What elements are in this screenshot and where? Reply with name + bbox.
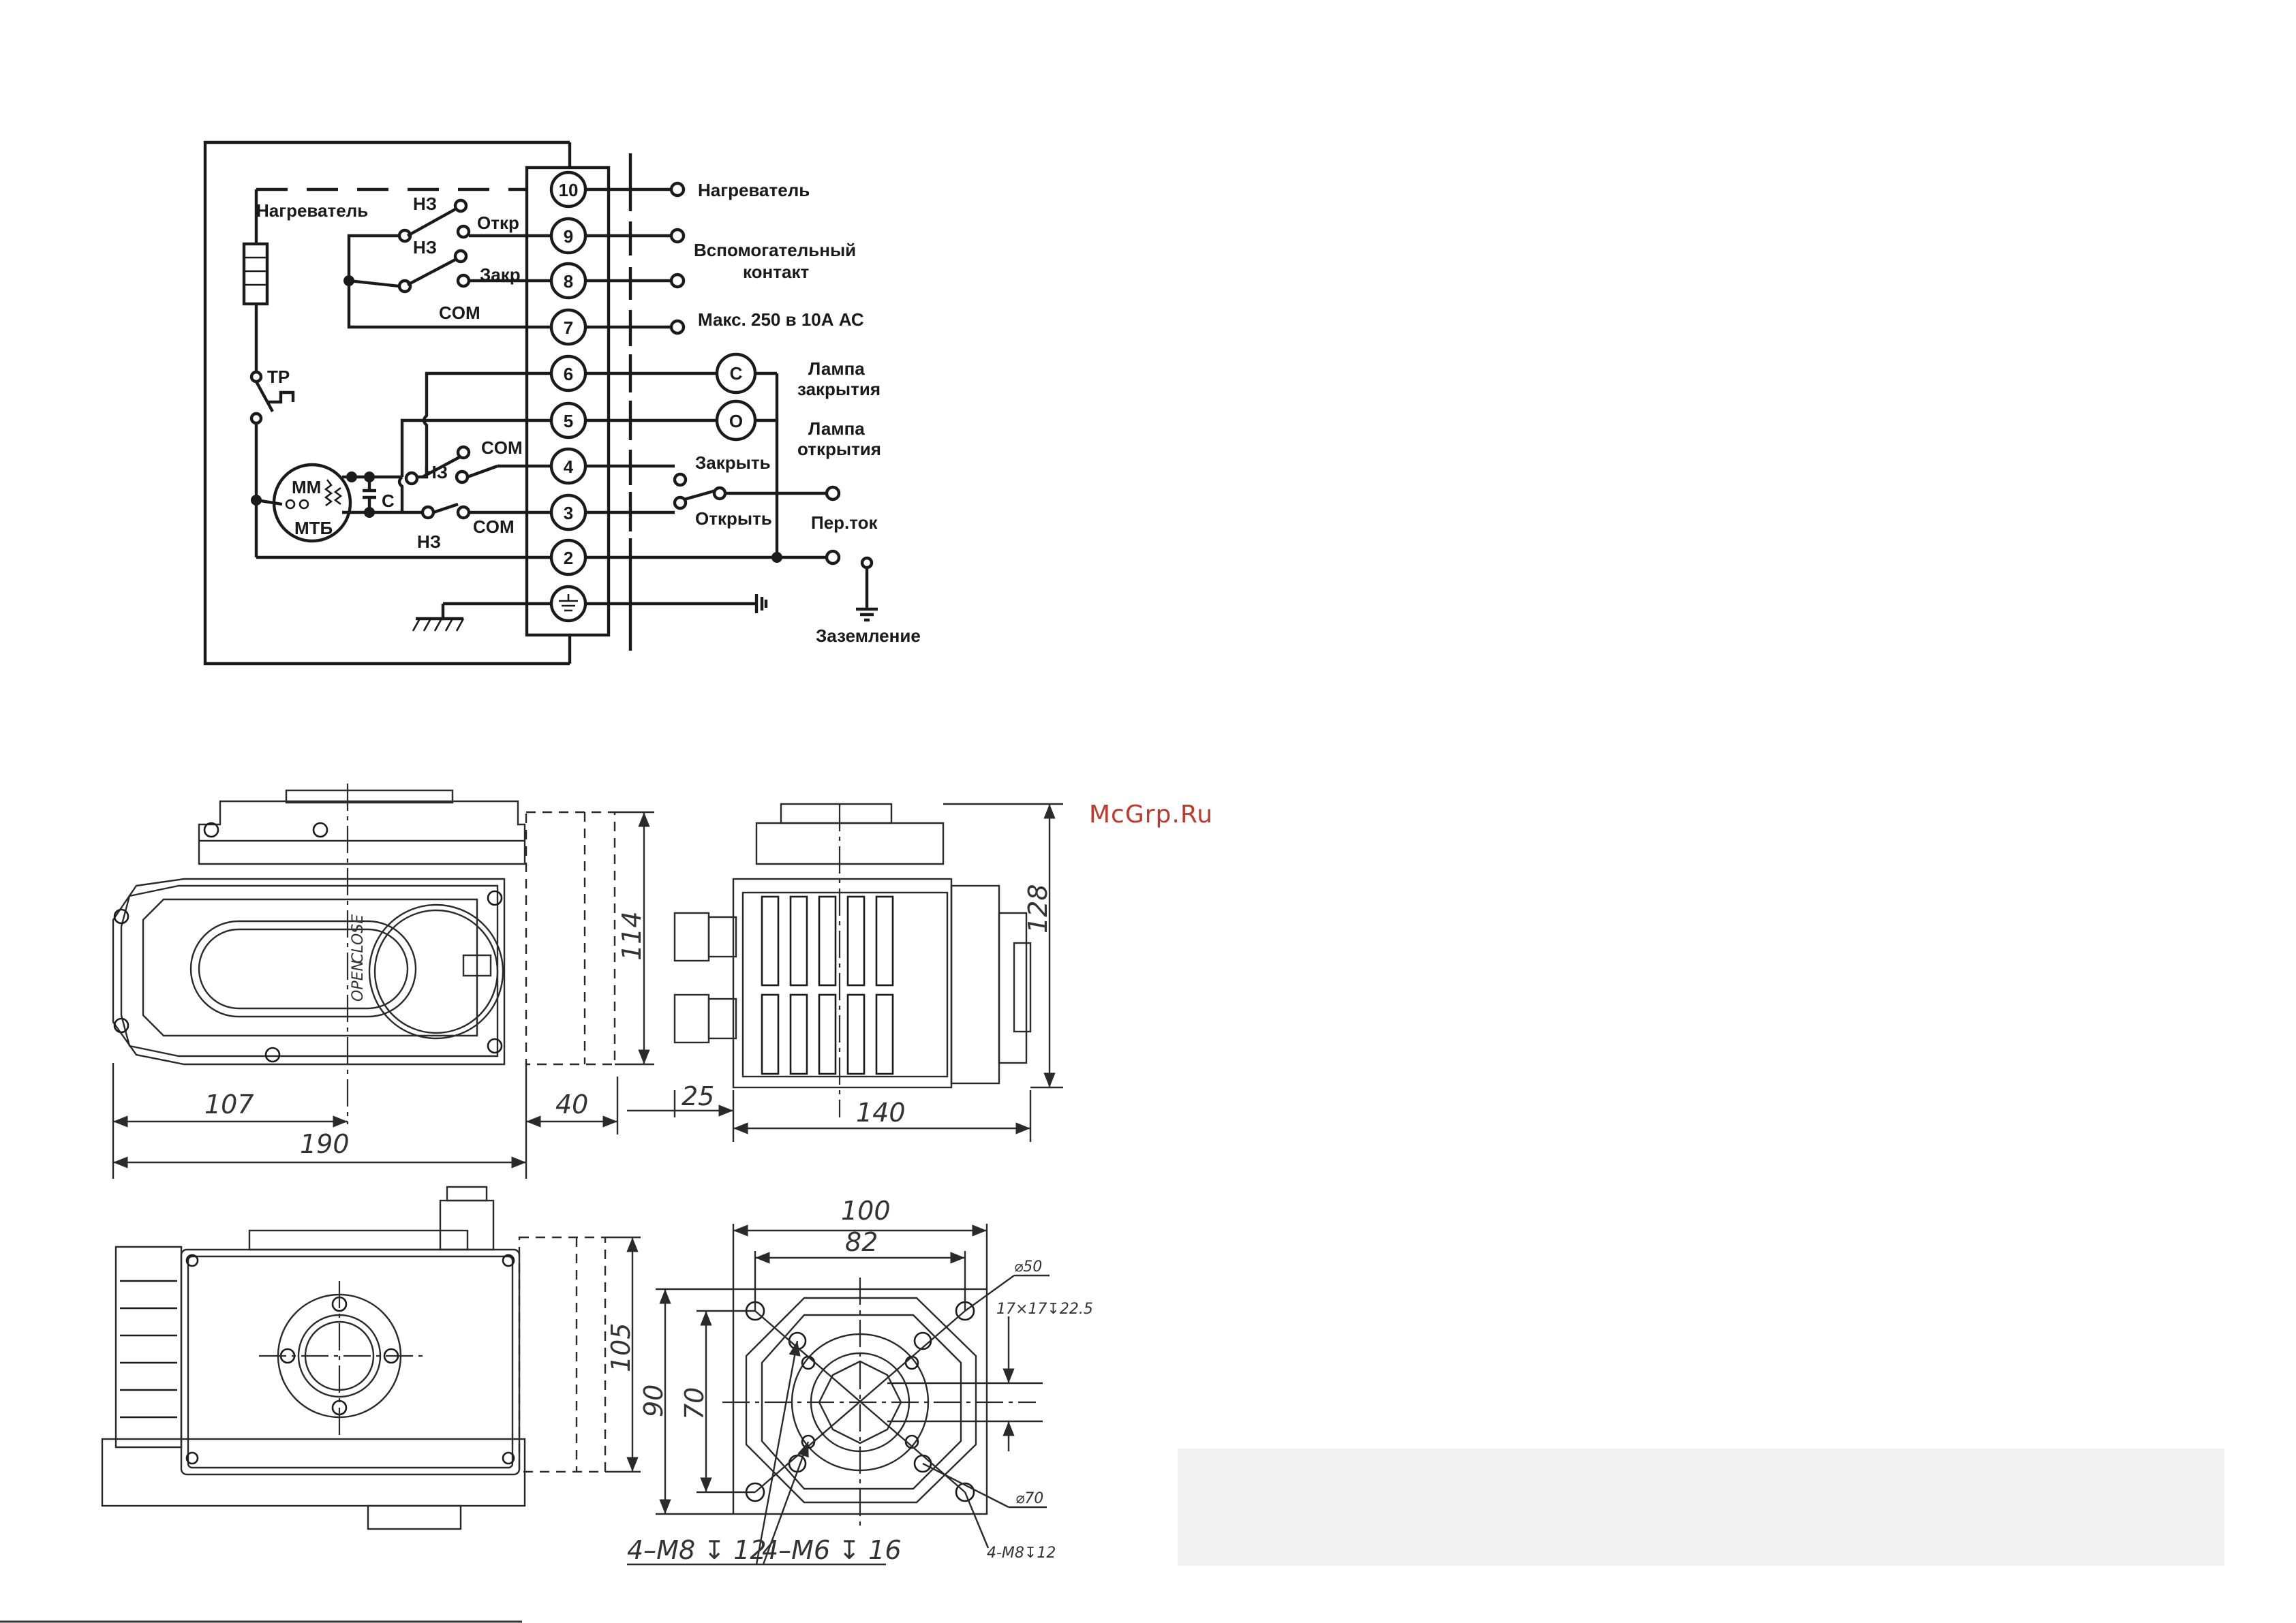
callout-dia-50: ⌀50 <box>1014 1258 1042 1276</box>
dim-107: 107 <box>204 1089 254 1119</box>
callout-square-bore: 17×17↧22.5 <box>996 1301 1093 1318</box>
label-heater-left: Нагреватель <box>256 200 368 221</box>
label-nc-1: НЗ <box>413 194 437 214</box>
heater-element <box>242 242 269 306</box>
label-com-3: COM <box>473 516 515 537</box>
label-nc-4: НЗ <box>417 531 441 552</box>
terminal-10: 10 <box>549 170 587 208</box>
label-open-short: Откр <box>477 213 519 233</box>
terminal-number: 2 <box>564 548 573 568</box>
label-ac: Пер.ток <box>811 512 878 533</box>
label-open: Открыть <box>695 508 772 529</box>
label-tp: TP <box>267 367 290 387</box>
callout-m6: 4–M6 ↧ 16 <box>762 1535 902 1565</box>
terminal-number: 7 <box>564 318 573 338</box>
terminal-4: 4 <box>549 447 587 485</box>
label-lamp-close-2: закрытия <box>797 379 881 399</box>
dim-190: 190 <box>300 1129 350 1159</box>
terminal-6: 6 <box>549 354 587 392</box>
label-lamp-close-1: Лампа <box>808 358 865 379</box>
label-cap: C <box>382 491 395 511</box>
watermark: McGrp.Ru <box>1089 801 1213 829</box>
dim-70: 70 <box>679 1387 709 1420</box>
internal-wiring: Нагреватель TP НЗ Откр НЗ <box>242 187 551 632</box>
dim-82: 82 <box>845 1227 878 1257</box>
label-nc-2: НЗ <box>413 237 437 258</box>
label-com-2: COM <box>481 437 523 458</box>
terminal-number: 8 <box>564 271 573 292</box>
dim-100: 100 <box>841 1196 891 1226</box>
terminal-9: 9 <box>549 217 587 255</box>
terminal-number: 9 <box>564 226 573 247</box>
label-heater-right: Нагреватель <box>698 180 810 200</box>
lamp-close-symbol: C <box>730 363 743 384</box>
grey-panel <box>1178 1449 2224 1566</box>
label-mm: MM <box>292 477 321 497</box>
terminal-5: 5 <box>549 401 587 439</box>
label-close: Закрыть <box>695 452 771 473</box>
label-lamp-open-1: Лампа <box>808 418 865 439</box>
terminal-number: 10 <box>559 180 579 200</box>
label-com-1: COM <box>439 303 480 323</box>
dim-140: 140 <box>856 1098 906 1128</box>
side-view-drawing: 128 25 140 <box>627 803 1063 1142</box>
terminal-3: 3 <box>549 493 587 531</box>
label-aux-contact-1: Вспомогательный <box>694 240 856 260</box>
ground-terminal <box>549 585 587 623</box>
dim-114: 114 <box>617 911 647 961</box>
terminal-7: 7 <box>549 308 587 346</box>
top-view-drawing: 105 <box>101 1186 641 1530</box>
terminal-number: 4 <box>564 457 574 477</box>
dim-128: 128 <box>1023 884 1053 933</box>
label-mtb: МТБ <box>294 518 333 538</box>
callout-dia-70: ⌀70 <box>1015 1490 1043 1507</box>
label-aux-contact-2: контакт <box>743 262 809 282</box>
dim-25: 25 <box>682 1081 714 1111</box>
callout-m8-small: 4-M8↧12 <box>987 1545 1056 1562</box>
callout-m8: 4–M8 ↧ 12 <box>627 1535 767 1565</box>
label-lamp-open-2: открытия <box>797 439 881 459</box>
terminal-number: 5 <box>564 411 573 431</box>
wiring-diagram: 10 9 8 7 6 5 4 3 <box>203 140 921 666</box>
lamp-open-symbol: O <box>729 411 743 431</box>
terminal-2: 2 <box>549 538 587 576</box>
flange-view-drawing: 100 82 90 70 ⌀50 17×17↧22.5 ⌀70 4-M8↧12 … <box>627 1196 1093 1566</box>
label-max-rating: Макс. 250 в 10А АС <box>698 309 864 330</box>
label-ground: Заземление <box>816 625 921 646</box>
cooling-fins <box>120 1280 177 1419</box>
dim-90: 90 <box>639 1385 669 1417</box>
front-view-drawing: OPEN CLOSE 114 107 190 40 <box>112 784 654 1179</box>
cooling-fins <box>761 895 894 1075</box>
terminal-strip <box>525 166 611 637</box>
terminal-number: 3 <box>564 503 573 523</box>
dial-open-label: OPEN <box>350 960 367 1002</box>
dim-105: 105 <box>606 1323 636 1372</box>
terminal-8: 8 <box>549 262 587 300</box>
dim-40: 40 <box>555 1089 588 1119</box>
terminal-number: 6 <box>564 364 573 384</box>
right-wiring: Нагреватель Вспомогательный контакт Макс… <box>585 180 921 646</box>
dial-close-label: CLOSE <box>350 914 367 963</box>
